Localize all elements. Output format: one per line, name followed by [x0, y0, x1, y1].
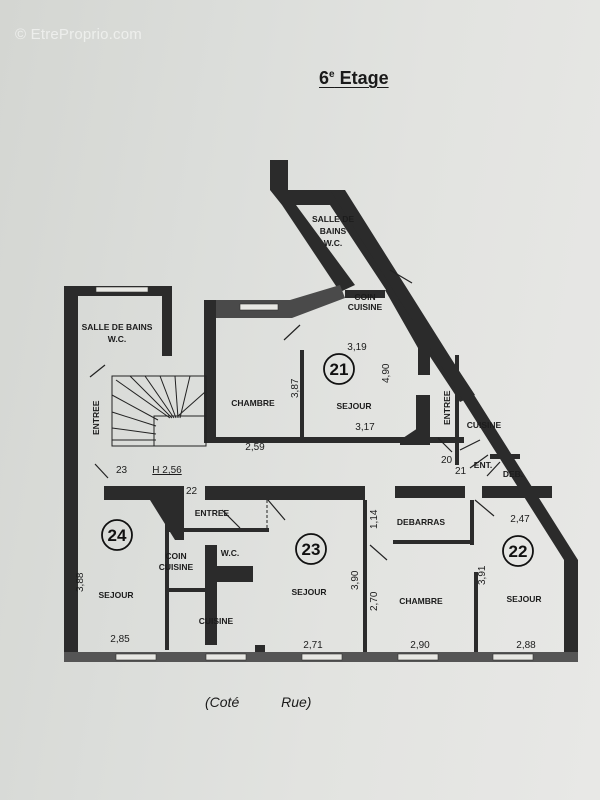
windows [95, 286, 534, 661]
door-number: 21 [455, 466, 467, 477]
room-label: ENT. [474, 460, 492, 470]
room-label: CUISINE [159, 562, 194, 572]
room-label: W.C. [324, 238, 342, 248]
dimension: 2,85 [110, 634, 130, 645]
room-label: SEJOUR [337, 401, 372, 411]
dimension: 4,90 [381, 363, 392, 383]
room-label: COIN [165, 551, 186, 561]
dimension: 3,17 [355, 422, 375, 433]
room-label: SEJOUR [99, 590, 134, 600]
dimension: 1,14 [369, 509, 380, 529]
dimension: 3,87 [290, 378, 301, 398]
dimension: 3,91 [477, 565, 488, 585]
dimension: 3,88 [75, 572, 86, 592]
apt-24-number: 24 [108, 526, 127, 545]
door-number: 20 [441, 455, 453, 466]
street-side-caption: (Coté Rue) [205, 694, 312, 710]
dimension: 2,59 [245, 442, 265, 453]
room-label: ENTREE [195, 508, 230, 518]
room-label: BAINS [320, 226, 347, 236]
staircase [111, 375, 207, 447]
dimension: 2,71 [303, 640, 323, 651]
room-label: SALLE DE [312, 214, 354, 224]
corridor-height: H 2,56 [152, 465, 182, 476]
room-label: DEBARRAS [397, 517, 446, 527]
room-label: SEJOUR [292, 587, 327, 597]
door-number: 23 [116, 465, 128, 476]
room-label: CHAMBRE [399, 596, 443, 606]
door-number: 22 [186, 486, 198, 497]
room-label: ENTREE [91, 400, 101, 435]
floor-title: 6e Etage [319, 68, 389, 88]
room-label: COIN [354, 292, 375, 302]
apt-numbers [101, 353, 534, 567]
apt-22-number: 22 [509, 542, 528, 561]
watermark: © EtreProprio.com [15, 26, 142, 43]
room-label: W.C. [108, 334, 126, 344]
dimension: 2,88 [516, 640, 536, 651]
dimension: 2,47 [510, 514, 530, 525]
room-label: W.C. [221, 548, 239, 558]
room-label: CHAMBRE [231, 398, 275, 408]
room-label: SEJOUR [507, 594, 542, 604]
dimension: 2,90 [410, 640, 430, 651]
dimension: 2,70 [369, 591, 380, 611]
room-label: SALLE DE BAINS [82, 322, 153, 332]
doors [89, 269, 501, 561]
room-label: ENTREE [442, 390, 452, 425]
apt-23-number: 23 [302, 540, 321, 559]
apt-21-number: 21 [330, 360, 349, 379]
room-label: CUISINE [199, 616, 234, 626]
room-label: CUISINE [467, 420, 502, 430]
room-label: DEB. [503, 469, 523, 479]
dimension: 3,90 [350, 570, 361, 590]
room-label: CUISINE [348, 302, 383, 312]
dimension: 3,19 [347, 342, 367, 353]
